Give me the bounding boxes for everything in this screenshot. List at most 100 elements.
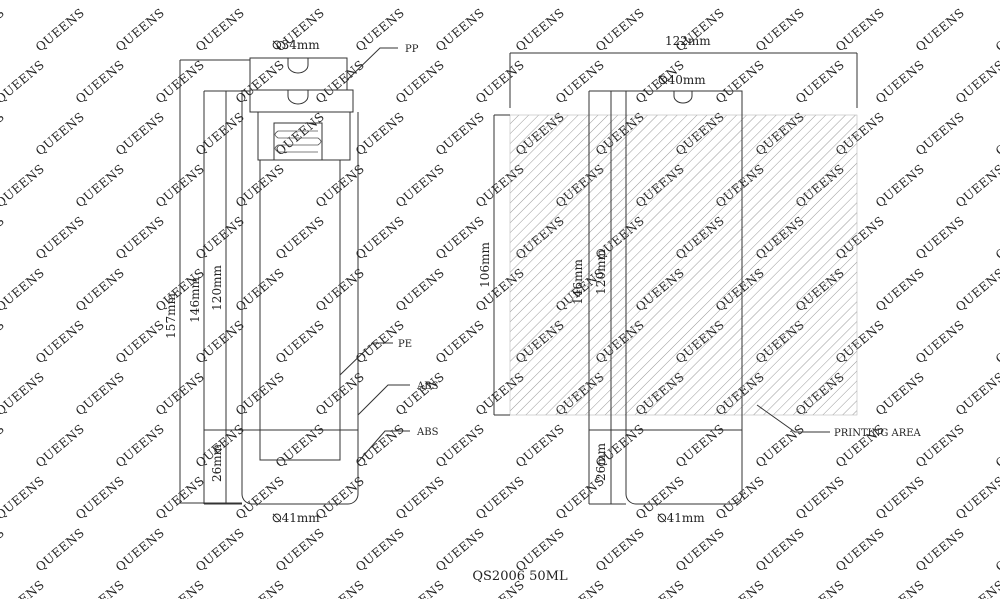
watermark-text: QUEENS [353, 6, 407, 55]
watermark-text: QUEENS [393, 58, 447, 107]
watermark-text: QUEENS [473, 58, 527, 107]
watermark-text: QUEENS [393, 474, 447, 523]
watermark-text: QUEENS [313, 578, 367, 599]
watermark-text: QUEENS [193, 110, 247, 159]
watermark-text: QUEENS [513, 422, 567, 471]
watermark-text: QUEENS [993, 526, 1000, 575]
watermark-text: QUEENS [633, 0, 687, 2]
watermark-text: QUEENS [913, 6, 967, 55]
callout-abs-1: ABS [416, 381, 439, 392]
watermark-text: QUEENS [273, 318, 327, 367]
watermark-text: QUEENS [233, 0, 287, 2]
inner-pe-tube [259, 159, 341, 461]
cap-ring-notch [287, 90, 309, 105]
watermark-text: QUEENS [73, 266, 127, 315]
watermark-text: QUEENS [433, 110, 487, 159]
watermark-text: QUEENS [273, 214, 327, 263]
watermark-text: QUEENS [593, 6, 647, 55]
watermark-text: QUEENS [73, 578, 127, 599]
watermark-text: QUEENS [913, 318, 967, 367]
left-callout-leaders [339, 47, 410, 463]
watermark-text: QUEENS [33, 526, 87, 575]
watermark-text: QUEENS [353, 526, 407, 575]
watermark-text: QUEENS [393, 370, 447, 419]
model-caption: QS2006 50ML [472, 569, 568, 584]
watermark-text: QUEENS [793, 0, 847, 2]
watermark-text: QUEENS [73, 474, 127, 523]
watermark-text: QUEENS [393, 162, 447, 211]
watermark-text: QUEENS [873, 474, 927, 523]
watermark-text: QUEENS [0, 110, 7, 159]
watermark-text: QUEENS [993, 110, 1000, 159]
watermark-text: QUEENS [793, 474, 847, 523]
watermark-text: QUEENS [873, 58, 927, 107]
width-122: 122mm [665, 34, 711, 48]
watermark-text: QUEENS [713, 578, 767, 599]
watermark-text: QUEENS [0, 422, 7, 471]
watermark-text: QUEENS [0, 266, 47, 315]
callout-pe: PE [398, 339, 412, 350]
watermark-text: QUEENS [73, 162, 127, 211]
watermark-text: QUEENS [0, 370, 47, 419]
watermark-text: QUEENS [833, 526, 887, 575]
watermark-text: QUEENS [393, 0, 447, 2]
watermark-text: QUEENS [273, 526, 327, 575]
watermark-text: QUEENS [433, 526, 487, 575]
watermark-text: QUEENS [0, 526, 7, 575]
watermark-text: QUEENS [553, 0, 607, 2]
watermark-text: QUEENS [353, 214, 407, 263]
watermark-text: QUEENS [753, 526, 807, 575]
watermark-text: QUEENS [913, 110, 967, 159]
watermark-text: QUEENS [353, 422, 407, 471]
cap-ring [249, 89, 354, 113]
right-dimension-lines [493, 52, 858, 505]
watermark-text: QUEENS [873, 162, 927, 211]
callout-pp: PP [405, 44, 419, 55]
watermark-text: QUEENS [33, 6, 87, 55]
dim-120: 120mm [210, 265, 224, 311]
watermark-text: QUEENS [0, 6, 7, 55]
watermark-text: QUEENS [593, 526, 647, 575]
watermark-text: QUEENS [153, 578, 207, 599]
watermark-text: QUEENS [713, 0, 767, 2]
watermark-text: QUEENS [113, 214, 167, 263]
right-bottom-diameter: ⦰41mm [657, 511, 705, 525]
watermark-text: QUEENS [0, 214, 7, 263]
callout-abs-2: ABS [416, 427, 439, 438]
watermark-text: QUEENS [713, 58, 767, 107]
watermark-text: QUEENS [953, 370, 1000, 419]
cap-top-notch [287, 58, 309, 74]
watermark-text: QUEENS [113, 526, 167, 575]
right-body-outline [625, 90, 743, 505]
right-view: 122mm ⦰40mm ⦰41mm 106mm 146mm 120mm 26mm… [478, 34, 922, 525]
watermark-text: QUEENS [313, 0, 367, 2]
watermark-text: QUEENS [73, 370, 127, 419]
dim-120-right: 120mm [594, 249, 608, 295]
watermark-text: QUEENS [153, 0, 207, 2]
watermark-text: QUEENS [993, 422, 1000, 471]
watermark-text: QUEENS [0, 0, 47, 2]
thread-lines [274, 130, 322, 153]
watermark-text: QUEENS [793, 58, 847, 107]
dim-146-right: 146mm [571, 259, 585, 305]
watermark-text: QUEENS [753, 422, 807, 471]
dim-157: 157mm [164, 293, 178, 339]
watermark-text: QUEENS [833, 6, 887, 55]
watermark-text: QUEENS [913, 422, 967, 471]
watermark-text: QUEENS [433, 422, 487, 471]
watermark-text: QUEENS [33, 214, 87, 263]
watermark-text: QUEENS [433, 6, 487, 55]
watermark-text: QUEENS [353, 110, 407, 159]
watermark-text: QUEENS [233, 578, 287, 599]
watermark-text: QUEENS [633, 578, 687, 599]
watermark-text: QUEENS [873, 370, 927, 419]
watermark-text: QUEENS [193, 6, 247, 55]
watermark-text: QUEENS [73, 0, 127, 2]
watermark-text: QUEENS [953, 58, 1000, 107]
dim-26-right: 26mm [594, 442, 608, 481]
watermark-text: QUEENS [953, 266, 1000, 315]
watermark-text: QUEENS [313, 58, 367, 107]
watermark-text: QUEENS [793, 578, 847, 599]
dim-146: 146mm [188, 277, 202, 323]
watermark-text: QUEENS [33, 318, 87, 367]
